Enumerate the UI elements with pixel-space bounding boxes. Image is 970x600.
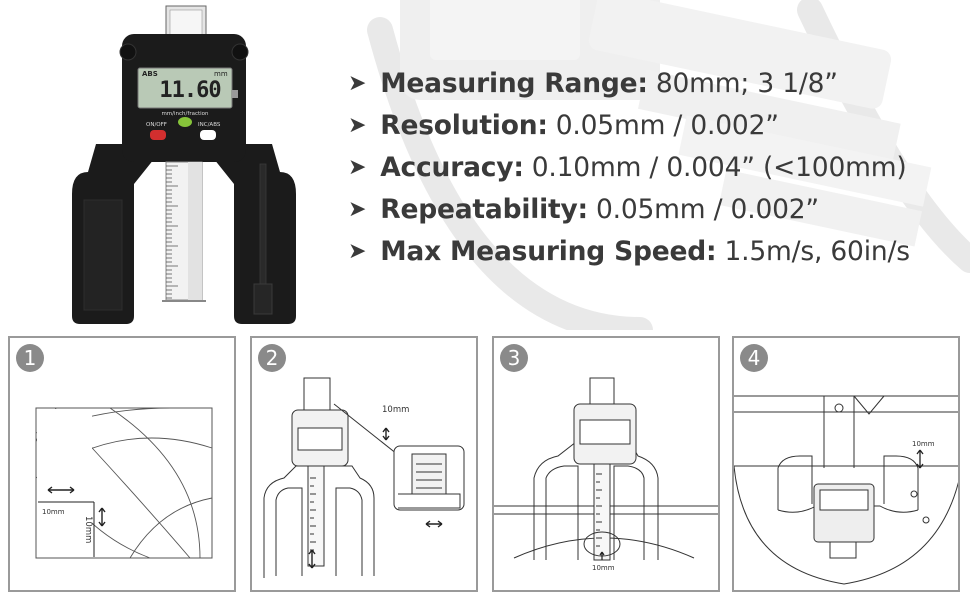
spec-max-speed: ➤ Max Measuring Speed: 1.5m/s, 60in/s: [348, 230, 910, 272]
background-device-watermark: [340, 0, 970, 330]
step-4-illustration: 10mm: [734, 395, 958, 585]
arrow-bullet-icon: ➤: [348, 154, 367, 180]
spec-value: 1.5m/s, 60in/s: [724, 235, 910, 267]
spec-label: Accuracy:: [380, 151, 524, 183]
step-3-illustration: 10mm: [494, 377, 718, 572]
arrow-bullet-icon: ➤: [348, 70, 367, 96]
on-off-label: ON/OFF: [146, 122, 167, 128]
spec-measuring-range: ➤ Measuring Range: 80mm; 3 1/8”: [348, 62, 910, 104]
spec-repeatability: ➤ Repeatability: 0.05mm / 0.002”: [348, 188, 910, 230]
arrow-bullet-icon: ➤: [348, 238, 367, 264]
units-label: mm/inch/fraction: [161, 111, 209, 117]
spec-label: Resolution:: [380, 109, 548, 141]
lcd-unit-label: mm: [214, 70, 228, 78]
step-4-panel: 4 10mm: [732, 336, 960, 592]
step-1-illustration: 10mm 10mm: [35, 407, 213, 559]
step-2-panel: 2 10mm: [250, 336, 478, 592]
step-3-panel: 3 10mm: [492, 336, 720, 592]
lcd-mode-label: ABS: [142, 70, 158, 78]
spec-label: Repeatability:: [380, 193, 588, 225]
inc-abs-label: INC/ABS: [198, 122, 221, 128]
step-number-badge: 4: [740, 344, 768, 372]
step-number-badge: 3: [500, 344, 528, 372]
spec-list: ➤ Measuring Range: 80mm; 3 1/8” ➤ Resolu…: [348, 62, 910, 272]
spec-value: 0.10mm / 0.004” (<100mm): [531, 151, 907, 183]
arrow-bullet-icon: ➤: [348, 196, 367, 222]
spec-accuracy: ➤ Accuracy: 0.10mm / 0.004” (<100mm): [348, 146, 910, 188]
spec-label: Measuring Range:: [380, 67, 648, 99]
step-1-vertical-measure: 10mm: [83, 516, 93, 543]
spec-value: 0.05mm / 0.002”: [555, 109, 779, 141]
spec-resolution: ➤ Resolution: 0.05mm / 0.002”: [348, 104, 910, 146]
step-number-badge: 2: [258, 344, 286, 372]
spec-label: Max Measuring Speed:: [380, 235, 717, 267]
step-4-measure: 10mm: [912, 440, 935, 448]
lcd-reading: 11.60: [159, 78, 221, 103]
spec-value: 80mm; 3 1/8”: [655, 67, 838, 99]
step-2-illustration: 10mm: [263, 377, 465, 578]
step-1-horizontal-measure: 10mm: [42, 508, 65, 516]
step-3-measure: 10mm: [592, 564, 615, 572]
step-1-panel: 1 10mm 10mm: [8, 336, 236, 592]
step-2-measure: 10mm: [382, 405, 409, 415]
spec-value: 0.05mm / 0.002”: [595, 193, 819, 225]
depth-gauge-product-image: ABS mm 11.60 mm/inch/fraction ON/OFF INC…: [66, 4, 302, 330]
step-number-badge: 1: [16, 344, 44, 372]
arrow-bullet-icon: ➤: [348, 112, 367, 138]
